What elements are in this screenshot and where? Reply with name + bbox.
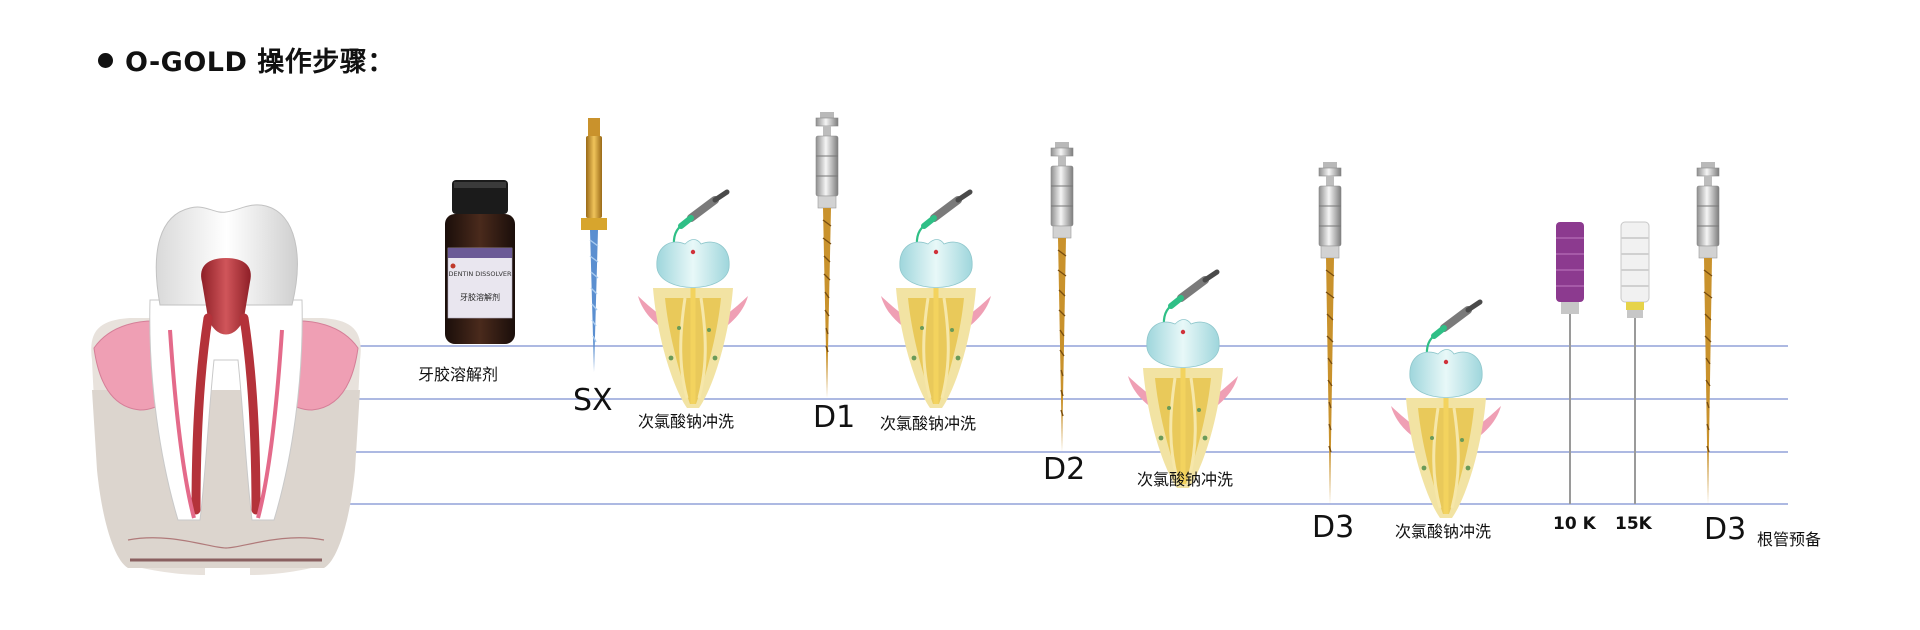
bottle-label-text: DENTIN DISSOLVER bbox=[448, 270, 512, 278]
sx-file bbox=[581, 118, 607, 372]
k15-file bbox=[1620, 221, 1650, 504]
dissolver-bottle: DENTIN DISSOLVER 牙胶溶解剂 bbox=[445, 180, 515, 344]
step-d2-label: D2 bbox=[1043, 452, 1086, 487]
d2-file bbox=[1050, 141, 1074, 452]
d1-file bbox=[815, 111, 839, 398]
bullet-icon bbox=[98, 53, 113, 68]
rinse-tooth-1 bbox=[638, 192, 748, 408]
rinse-tooth-3 bbox=[1128, 272, 1238, 488]
page-title-text: O-GOLD 操作步骤： bbox=[125, 47, 395, 78]
rinse-tooth-4 bbox=[1391, 302, 1501, 518]
step-rinse-3-label: 次氯酸钠冲洗 bbox=[1137, 470, 1234, 489]
step-d3-label: D3 bbox=[1312, 510, 1355, 545]
k10-file bbox=[1556, 222, 1584, 504]
page-title: O-GOLD 操作步骤： bbox=[98, 40, 395, 79]
step-d1-label: D1 bbox=[813, 400, 856, 435]
depth-guide-lines bbox=[238, 345, 1788, 505]
d3-file bbox=[1318, 161, 1342, 504]
rinse-tooth-2 bbox=[881, 192, 991, 408]
step-sx-label: SX bbox=[573, 383, 613, 418]
bottle-caption: 牙胶溶解剂 bbox=[418, 365, 499, 384]
tooth-cross-section bbox=[91, 204, 361, 575]
step-d3-final-label: D3 bbox=[1704, 512, 1747, 547]
bottle-label-cn: 牙胶溶解剂 bbox=[460, 292, 500, 302]
step-15k-label: 15K bbox=[1615, 514, 1652, 534]
step-final-prep-label: 根管预备 bbox=[1757, 530, 1822, 549]
step-10k-label: 10 K bbox=[1553, 514, 1596, 534]
step-rinse-1-label: 次氯酸钠冲洗 bbox=[638, 412, 735, 431]
d3-final-file bbox=[1696, 161, 1720, 504]
step-rinse-2-label: 次氯酸钠冲洗 bbox=[880, 414, 977, 433]
step-rinse-4-label: 次氯酸钠冲洗 bbox=[1395, 522, 1492, 541]
